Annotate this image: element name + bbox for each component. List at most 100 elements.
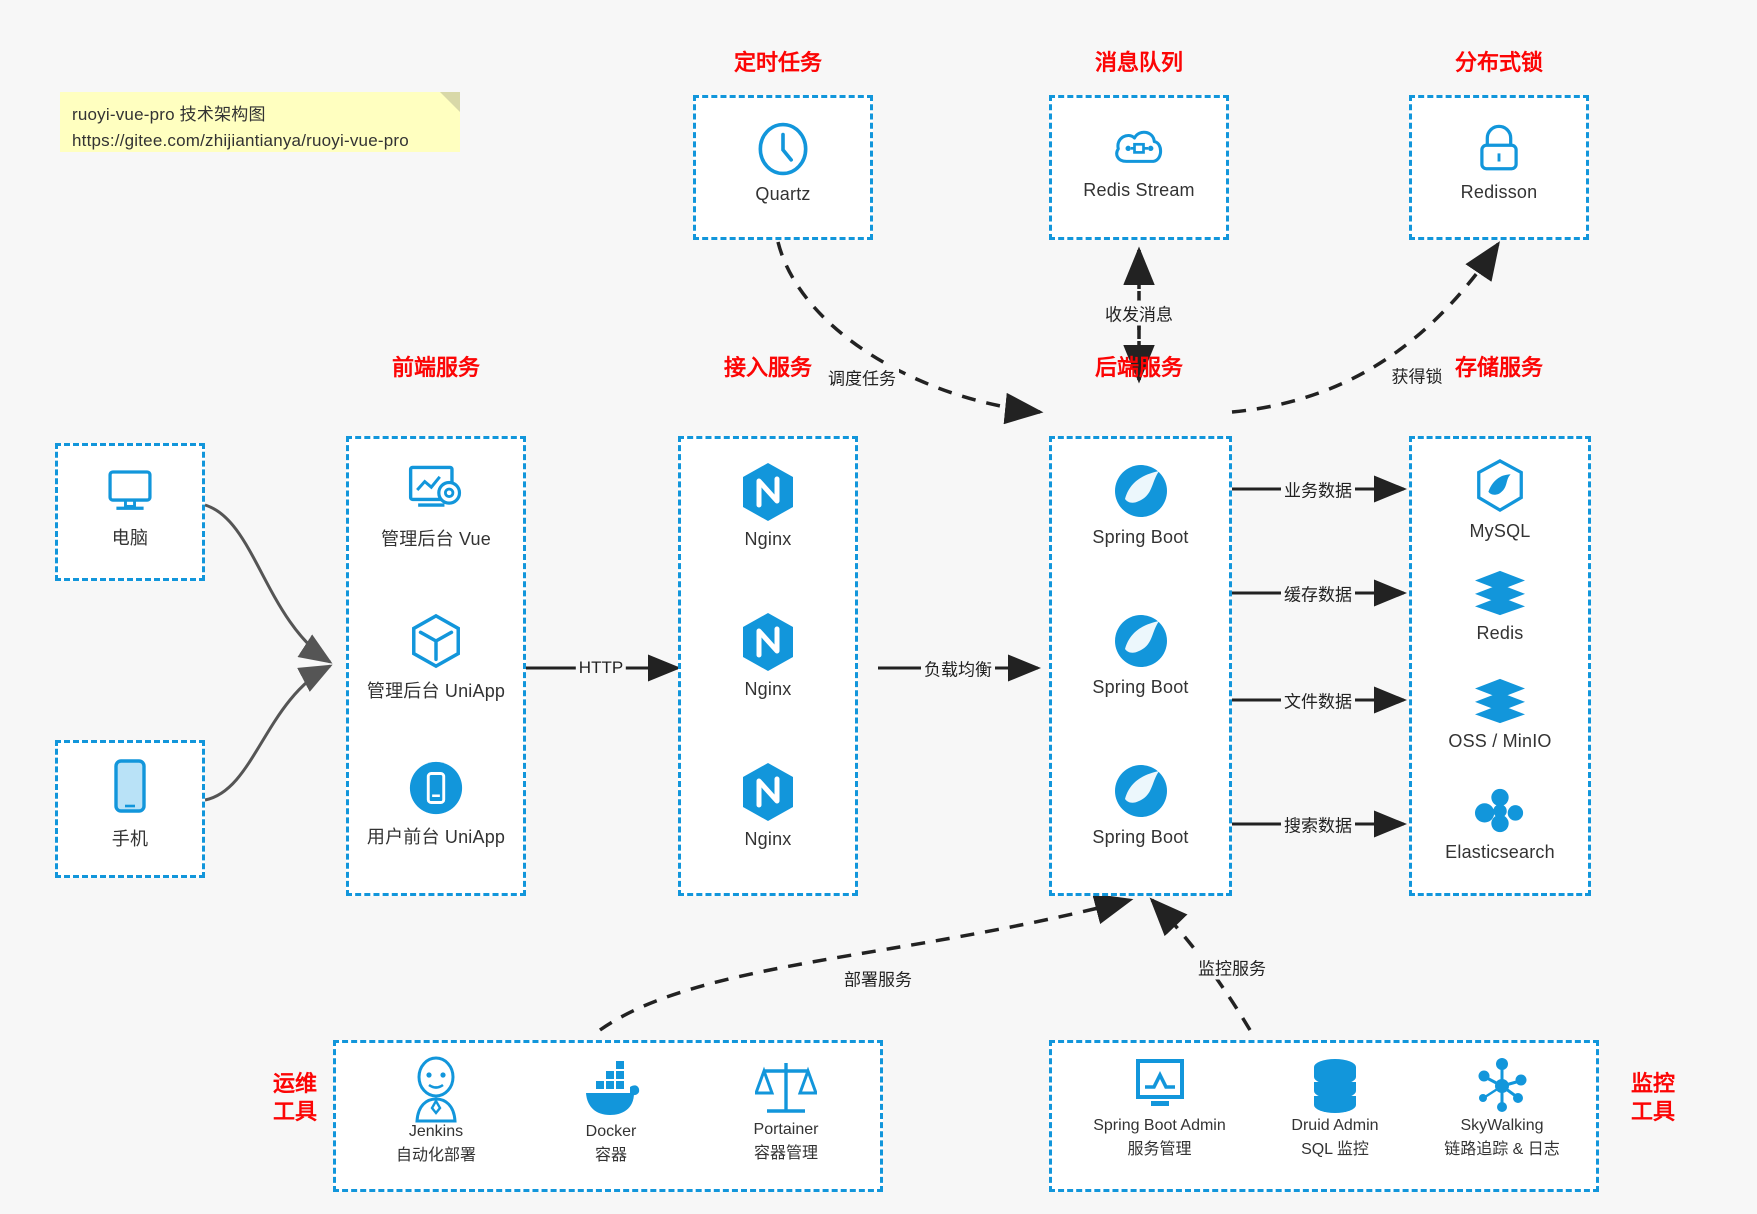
nginx-icon	[743, 463, 793, 521]
node-user-uniapp[interactable]: 用户前台 UniApp	[349, 759, 523, 849]
node-label: Druid Admin	[1291, 1117, 1379, 1134]
node-label: Redis	[1476, 623, 1524, 643]
devops-title-line-2: 工具	[272, 1098, 317, 1124]
node-admin-vue[interactable]: 管理后台 Vue	[349, 461, 523, 551]
mobile-icon	[114, 759, 146, 813]
node-skywalking[interactable]: SkyWalking 链路追踪 & 日志	[1407, 1055, 1597, 1159]
node-label: OSS / MinIO	[1448, 731, 1552, 751]
node-label: SkyWalking	[1460, 1117, 1544, 1134]
group-title-distributed-lock: 分布式锁	[1454, 50, 1543, 75]
redis-icon	[1475, 570, 1525, 616]
node-sublabel: 容器管理	[753, 1145, 818, 1162]
node-label: 管理后台 Vue	[381, 529, 491, 549]
node-quartz[interactable]: Quartz	[696, 120, 870, 205]
phone-app-icon	[409, 761, 463, 815]
node-nginx-3[interactable]: Nginx	[681, 761, 855, 850]
cloud-stream-icon	[1115, 130, 1163, 163]
node-sublabel: 自动化部署	[395, 1147, 476, 1164]
node-oss-minio[interactable]: OSS / MinIO	[1412, 675, 1588, 752]
portainer-icon	[755, 1063, 817, 1113]
node-jenkins[interactable]: Jenkins 自动化部署	[356, 1055, 516, 1165]
edge-label-file-data: 文件数据	[1281, 687, 1355, 713]
node-label: MySQL	[1469, 521, 1531, 541]
group-box-storage: MySQL Redis OSS / MinIO	[1409, 436, 1591, 896]
note-line-2: https://gitee.com/zhijiantianya/ruoyi-vu…	[72, 131, 409, 151]
node-label: Quartz	[755, 184, 811, 204]
skywalking-icon	[1478, 1058, 1527, 1112]
node-label: Spring Boot Admin	[1093, 1117, 1226, 1134]
group-title-gateway: 接入服务	[723, 355, 812, 380]
cube-icon	[412, 613, 460, 669]
note-card: ruoyi-vue-pro 技术架构图 https://gitee.com/zh…	[60, 92, 460, 152]
spring-boot-icon	[1114, 765, 1167, 817]
clock-icon	[758, 122, 808, 176]
node-admin-uniapp[interactable]: 管理后台 UniApp	[349, 611, 523, 703]
edge-label-monitor-service: 监控服务	[1195, 954, 1269, 980]
monitor-chart-icon	[1135, 1059, 1184, 1106]
group-title-storage: 存储服务	[1454, 355, 1543, 380]
edge-label-load-balance: 负载均衡	[921, 655, 995, 681]
node-label: 电脑	[111, 528, 149, 548]
node-druid-admin[interactable]: Druid Admin SQL 监控	[1250, 1055, 1420, 1159]
group-title-monitoring: 监控 工具	[1613, 1070, 1693, 1125]
node-redis-stream[interactable]: Redis Stream	[1052, 120, 1226, 201]
spring-boot-icon	[1114, 615, 1167, 667]
jenkins-icon	[415, 1056, 457, 1123]
node-redis[interactable]: Redis	[1412, 567, 1588, 644]
node-label: 手机	[111, 829, 149, 849]
group-box-frontend: 管理后台 Vue 管理后台 UniApp 用户前台 UniApp	[346, 436, 526, 896]
edge-label-acquire-lock: 获得锁	[1388, 362, 1446, 388]
nginx-icon	[743, 613, 793, 671]
monitoring-title-line-2: 工具	[1630, 1098, 1675, 1124]
group-box-monitoring: Spring Boot Admin 服务管理 Druid Admin SQL 监…	[1049, 1040, 1599, 1192]
group-box-backend: Spring Boot Spring Boot Spring Boot	[1049, 436, 1232, 896]
node-label: 管理后台 UniApp	[366, 681, 506, 701]
database-icon	[1314, 1059, 1356, 1113]
group-title-devops: 运维 工具	[255, 1070, 335, 1125]
node-portainer[interactable]: Portainer 容器管理	[706, 1055, 866, 1163]
group-box-gateway: Nginx Nginx Nginx	[678, 436, 858, 896]
edge-label-http: HTTP	[575, 658, 627, 678]
node-mobile[interactable]: 手机	[58, 757, 202, 851]
node-sublabel: SQL 监控	[1301, 1141, 1369, 1158]
devops-title-line-1: 运维	[272, 1071, 317, 1096]
node-label: Redisson	[1460, 182, 1538, 202]
node-label: Elasticsearch	[1445, 842, 1555, 862]
group-box-client-mobile: 手机	[55, 740, 205, 878]
mysql-icon	[1477, 459, 1523, 513]
node-nginx-1[interactable]: Nginx	[681, 461, 855, 550]
edge-label-search-data: 搜索数据	[1281, 811, 1355, 837]
node-label: Spring Boot	[1092, 527, 1189, 547]
note-line-1: ruoyi-vue-pro 技术架构图	[72, 105, 266, 124]
node-spring-boot-1[interactable]: Spring Boot	[1052, 461, 1229, 548]
group-title-scheduled-task: 定时任务	[733, 50, 822, 75]
group-box-message-queue: Redis Stream	[1049, 95, 1229, 240]
node-nginx-2[interactable]: Nginx	[681, 611, 855, 700]
node-label: Nginx	[744, 529, 792, 549]
node-redisson[interactable]: Redisson	[1412, 120, 1586, 203]
node-spring-boot-2[interactable]: Spring Boot	[1052, 611, 1229, 698]
node-sublabel: 服务管理	[1127, 1141, 1192, 1158]
edge-label-deploy-service: 部署服务	[841, 965, 915, 991]
node-label: Nginx	[744, 829, 792, 849]
node-label: Portainer	[753, 1121, 819, 1138]
edge-label-schedule-task: 调度任务	[825, 364, 899, 390]
edge-label-cache-data: 缓存数据	[1281, 580, 1355, 606]
node-mysql[interactable]: MySQL	[1412, 457, 1588, 542]
oss-icon	[1475, 678, 1525, 724]
node-sublabel: 容器	[594, 1147, 627, 1164]
node-label: Docker	[585, 1123, 637, 1140]
node-spring-boot-3[interactable]: Spring Boot	[1052, 761, 1229, 848]
group-box-distributed-lock: Redisson	[1409, 95, 1589, 240]
node-elasticsearch[interactable]: Elasticsearch	[1412, 784, 1588, 863]
nginx-icon	[743, 763, 793, 821]
node-sublabel: 链路追踪 & 日志	[1444, 1141, 1560, 1158]
node-docker[interactable]: Docker 容器	[531, 1055, 691, 1165]
desktop-icon	[108, 470, 152, 510]
group-title-frontend: 前端服务	[391, 355, 480, 380]
node-spring-boot-admin[interactable]: Spring Boot Admin 服务管理	[1062, 1055, 1257, 1159]
node-desktop[interactable]: 电脑	[58, 464, 202, 550]
node-label: Redis Stream	[1083, 180, 1195, 200]
edge-label-business-data: 业务数据	[1281, 476, 1355, 502]
dashboard-icon	[408, 465, 462, 507]
